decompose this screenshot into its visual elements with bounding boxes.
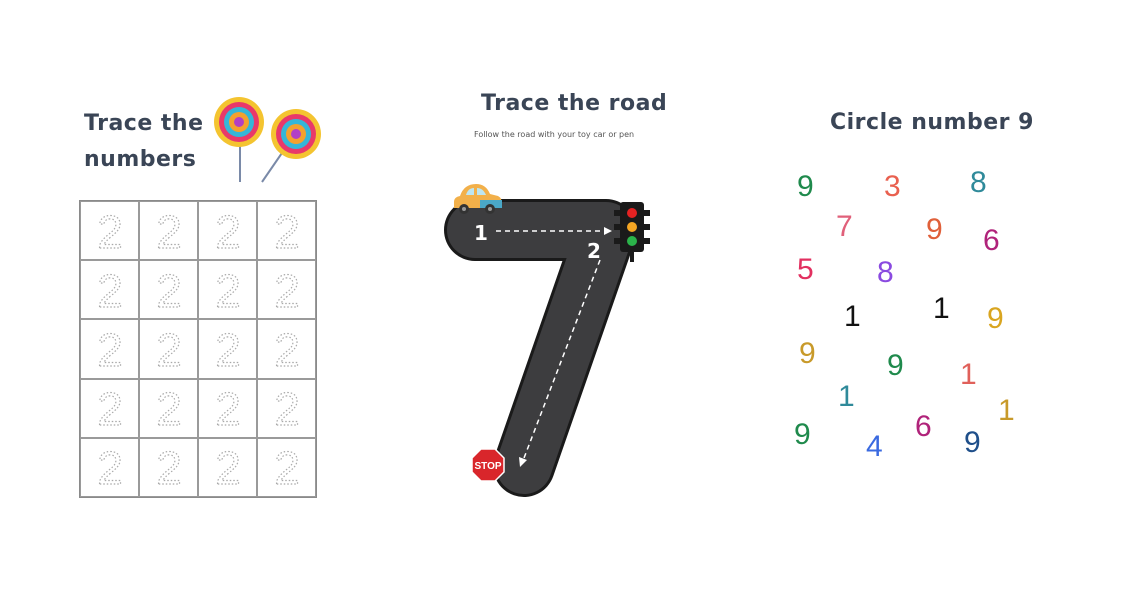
- dotted-digit: 2: [155, 385, 182, 431]
- number-8[interactable]: 8: [970, 166, 987, 199]
- svg-text:2: 2: [97, 267, 123, 313]
- svg-text:2: 2: [215, 444, 241, 490]
- svg-text:2: 2: [274, 385, 300, 431]
- number-3[interactable]: 3: [884, 170, 901, 203]
- number-1[interactable]: 1: [960, 358, 977, 391]
- svg-text:2: 2: [156, 385, 182, 431]
- lollipops-illustration: [214, 97, 321, 183]
- number-9[interactable]: 9: [964, 426, 981, 459]
- dotted-digit: 2: [214, 444, 241, 490]
- tracing-cell[interactable]: 2: [80, 260, 139, 320]
- svg-text:2: 2: [156, 444, 182, 490]
- number-6[interactable]: 6: [983, 224, 1000, 257]
- lollipop-icon: [261, 109, 321, 183]
- road-step-2-label: 2: [587, 239, 601, 263]
- tracing-cell[interactable]: 2: [257, 319, 316, 379]
- number-1[interactable]: 1: [838, 380, 855, 413]
- number-1[interactable]: 1: [998, 394, 1015, 427]
- tracing-cell[interactable]: 2: [139, 260, 198, 320]
- number-9[interactable]: 9: [887, 349, 904, 382]
- dotted-digit: 2: [273, 326, 300, 372]
- number-9[interactable]: 9: [926, 213, 943, 246]
- dotted-digit: 2: [96, 208, 123, 254]
- dotted-digit: 2: [155, 326, 182, 372]
- tracing-cell[interactable]: 2: [257, 437, 316, 497]
- dotted-digit: 2: [214, 267, 241, 313]
- number-9[interactable]: 9: [797, 170, 814, 203]
- svg-text:2: 2: [156, 208, 182, 254]
- tracing-cell[interactable]: 2: [139, 319, 198, 379]
- svg-text:2: 2: [274, 326, 300, 372]
- tracing-cell[interactable]: 2: [80, 319, 139, 379]
- dotted-digit: 2: [96, 385, 123, 431]
- svg-text:2: 2: [97, 385, 123, 431]
- svg-text:2: 2: [156, 267, 182, 313]
- svg-text:2: 2: [97, 326, 123, 372]
- svg-text:2: 2: [215, 385, 241, 431]
- tracing-cell[interactable]: 2: [139, 437, 198, 497]
- svg-text:2: 2: [215, 267, 241, 313]
- toy-car-icon: [454, 184, 502, 214]
- dotted-digit: 2: [214, 208, 241, 254]
- dotted-digit: 2: [155, 208, 182, 254]
- tracing-cell[interactable]: 2: [257, 201, 316, 261]
- tracing-cell[interactable]: 2: [139, 201, 198, 261]
- tracing-cell[interactable]: 2: [198, 437, 257, 497]
- dotted-digit: 2: [214, 326, 241, 372]
- tracing-cell[interactable]: 2: [139, 378, 198, 438]
- dotted-digit: 2: [96, 326, 123, 372]
- title-line-2: numbers: [84, 147, 197, 172]
- stop-sign-text: STOP: [474, 461, 501, 472]
- title-line-1: Trace the: [84, 111, 204, 136]
- svg-text:2: 2: [274, 267, 300, 313]
- svg-text:2: 2: [274, 444, 300, 490]
- tracing-cell[interactable]: 2: [198, 319, 257, 379]
- tracing-cell[interactable]: 2: [80, 201, 139, 261]
- trace-road-title: Trace the road: [481, 91, 668, 116]
- circle-number-title: Circle number 9: [830, 110, 1034, 135]
- tracing-cell[interactable]: 2: [198, 378, 257, 438]
- number-4[interactable]: 4: [866, 430, 883, 463]
- traffic-light-icon: [614, 202, 650, 262]
- svg-text:2: 2: [215, 326, 241, 372]
- dotted-digit: 2: [155, 267, 182, 313]
- dotted-digit: 2: [273, 444, 300, 490]
- number-1[interactable]: 1: [844, 300, 861, 333]
- lollipop-icon: [214, 97, 264, 182]
- number-5[interactable]: 5: [797, 253, 814, 286]
- svg-text:2: 2: [156, 326, 182, 372]
- tracing-cell[interactable]: 2: [257, 378, 316, 438]
- svg-text:2: 2: [97, 444, 123, 490]
- tracing-cell[interactable]: 2: [257, 260, 316, 320]
- road-step-1-label: 1: [474, 221, 488, 245]
- tracing-cell[interactable]: 2: [80, 378, 139, 438]
- trace-numbers-title: Trace the numbers: [84, 106, 204, 178]
- svg-text:2: 2: [97, 208, 123, 254]
- dotted-digit: 2: [96, 444, 123, 490]
- dotted-digit: 2: [155, 444, 182, 490]
- number-9[interactable]: 9: [987, 302, 1004, 335]
- dotted-digit: 2: [96, 267, 123, 313]
- tracing-cell[interactable]: 2: [198, 260, 257, 320]
- stop-sign-icon: STOP: [471, 448, 505, 482]
- road-seven: [444, 199, 637, 497]
- svg-text:2: 2: [215, 208, 241, 254]
- svg-text:2: 2: [274, 208, 300, 254]
- number-6[interactable]: 6: [915, 410, 932, 443]
- number-8[interactable]: 8: [877, 256, 894, 289]
- number-1[interactable]: 1: [933, 292, 950, 325]
- tracing-cell[interactable]: 2: [80, 437, 139, 497]
- dotted-digit: 2: [273, 267, 300, 313]
- tracing-cell[interactable]: 2: [198, 201, 257, 261]
- dotted-digit: 2: [273, 208, 300, 254]
- trace-road-subtitle: Follow the road with your toy car or pen: [474, 130, 635, 139]
- dotted-digit: 2: [273, 385, 300, 431]
- dotted-digit: 2: [214, 385, 241, 431]
- number-9[interactable]: 9: [794, 418, 811, 451]
- number-7[interactable]: 7: [836, 210, 853, 243]
- number-9[interactable]: 9: [799, 337, 816, 370]
